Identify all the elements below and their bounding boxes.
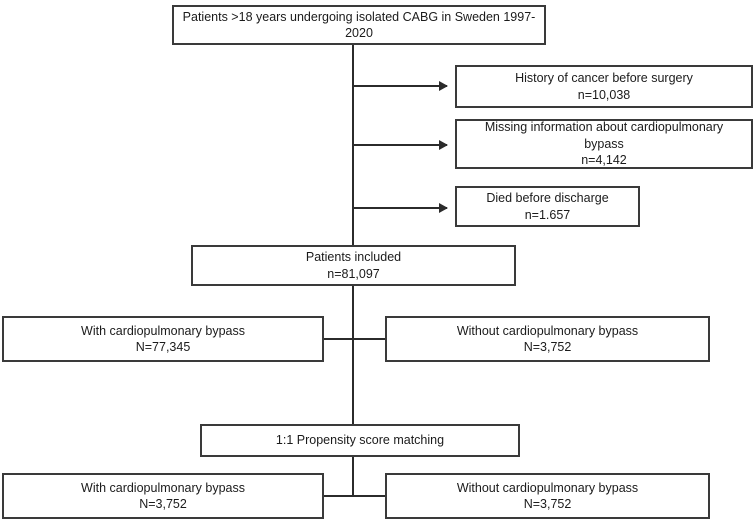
node-matched-with-cpb-line2: N=3,752 — [139, 497, 187, 511]
node-excluded-died: Died before discharge n=1.657 — [455, 186, 640, 227]
connector-stub-matched-with-cpb — [322, 495, 354, 497]
node-propensity-matching-line1: 1:1 Propensity score matching — [275, 433, 445, 448]
node-excluded-missing-cpb: Missing information about cardiopulmonar… — [455, 119, 753, 169]
node-matched-without-cpb: Without cardiopulmonary bypass N=3,752 — [385, 473, 710, 519]
node-patients-included-line2: n=81,097 — [327, 266, 380, 281]
node-source-cohort-line2: 2020 — [345, 26, 373, 40]
node-excluded-cancer-line2: n=10,038 — [577, 87, 631, 102]
connector-arrow-excluded-cancer — [353, 81, 448, 91]
node-excluded-missing-cpb-line1: Missing information about cardiopulmonar… — [484, 120, 724, 151]
node-with-cpb-line2: N=77,345 — [135, 340, 191, 354]
node-matched-with-cpb-line1: With cardiopulmonary bypass — [81, 480, 245, 495]
node-excluded-missing-cpb-line2: n=4,142 — [581, 153, 627, 168]
connector-stub-with-cpb — [322, 338, 354, 340]
connector-spine-middle — [352, 285, 354, 425]
connector-arrow-excluded-missing-cpb — [353, 140, 448, 150]
node-patients-included-line1: Patients included — [305, 250, 402, 264]
node-without-cpb: Without cardiopulmonary bypass N=3,752 — [385, 316, 710, 362]
node-excluded-cancer-line1: History of cancer before surgery — [515, 71, 693, 85]
connector-arrow-excluded-died — [353, 203, 448, 213]
node-excluded-cancer: History of cancer before surgery n=10,03… — [455, 65, 753, 108]
node-matched-without-cpb-line2: N=3,752 — [523, 497, 572, 511]
node-with-cpb-line1: With cardiopulmonary bypass — [81, 323, 245, 338]
node-matched-with-cpb: With cardiopulmonary bypass N=3,752 — [2, 473, 324, 519]
node-without-cpb-line2: N=3,752 — [523, 340, 572, 354]
node-source-cohort-line1: Patients >18 years undergoing isolated C… — [182, 9, 536, 24]
node-patients-included: Patients included n=81,097 — [191, 245, 516, 286]
connector-spine-bottom — [352, 457, 354, 497]
node-without-cpb-line1: Without cardiopulmonary bypass — [456, 323, 639, 338]
node-propensity-matching: 1:1 Propensity score matching — [200, 424, 520, 457]
node-excluded-died-line2: n=1.657 — [524, 207, 571, 222]
connector-stub-matched-without-cpb — [352, 495, 386, 497]
node-source-cohort: Patients >18 years undergoing isolated C… — [172, 5, 546, 45]
node-excluded-died-line1: Died before discharge — [486, 191, 609, 205]
node-with-cpb: With cardiopulmonary bypass N=77,345 — [2, 316, 324, 362]
node-matched-without-cpb-line1: Without cardiopulmonary bypass — [456, 480, 639, 495]
connector-stub-without-cpb — [352, 338, 386, 340]
